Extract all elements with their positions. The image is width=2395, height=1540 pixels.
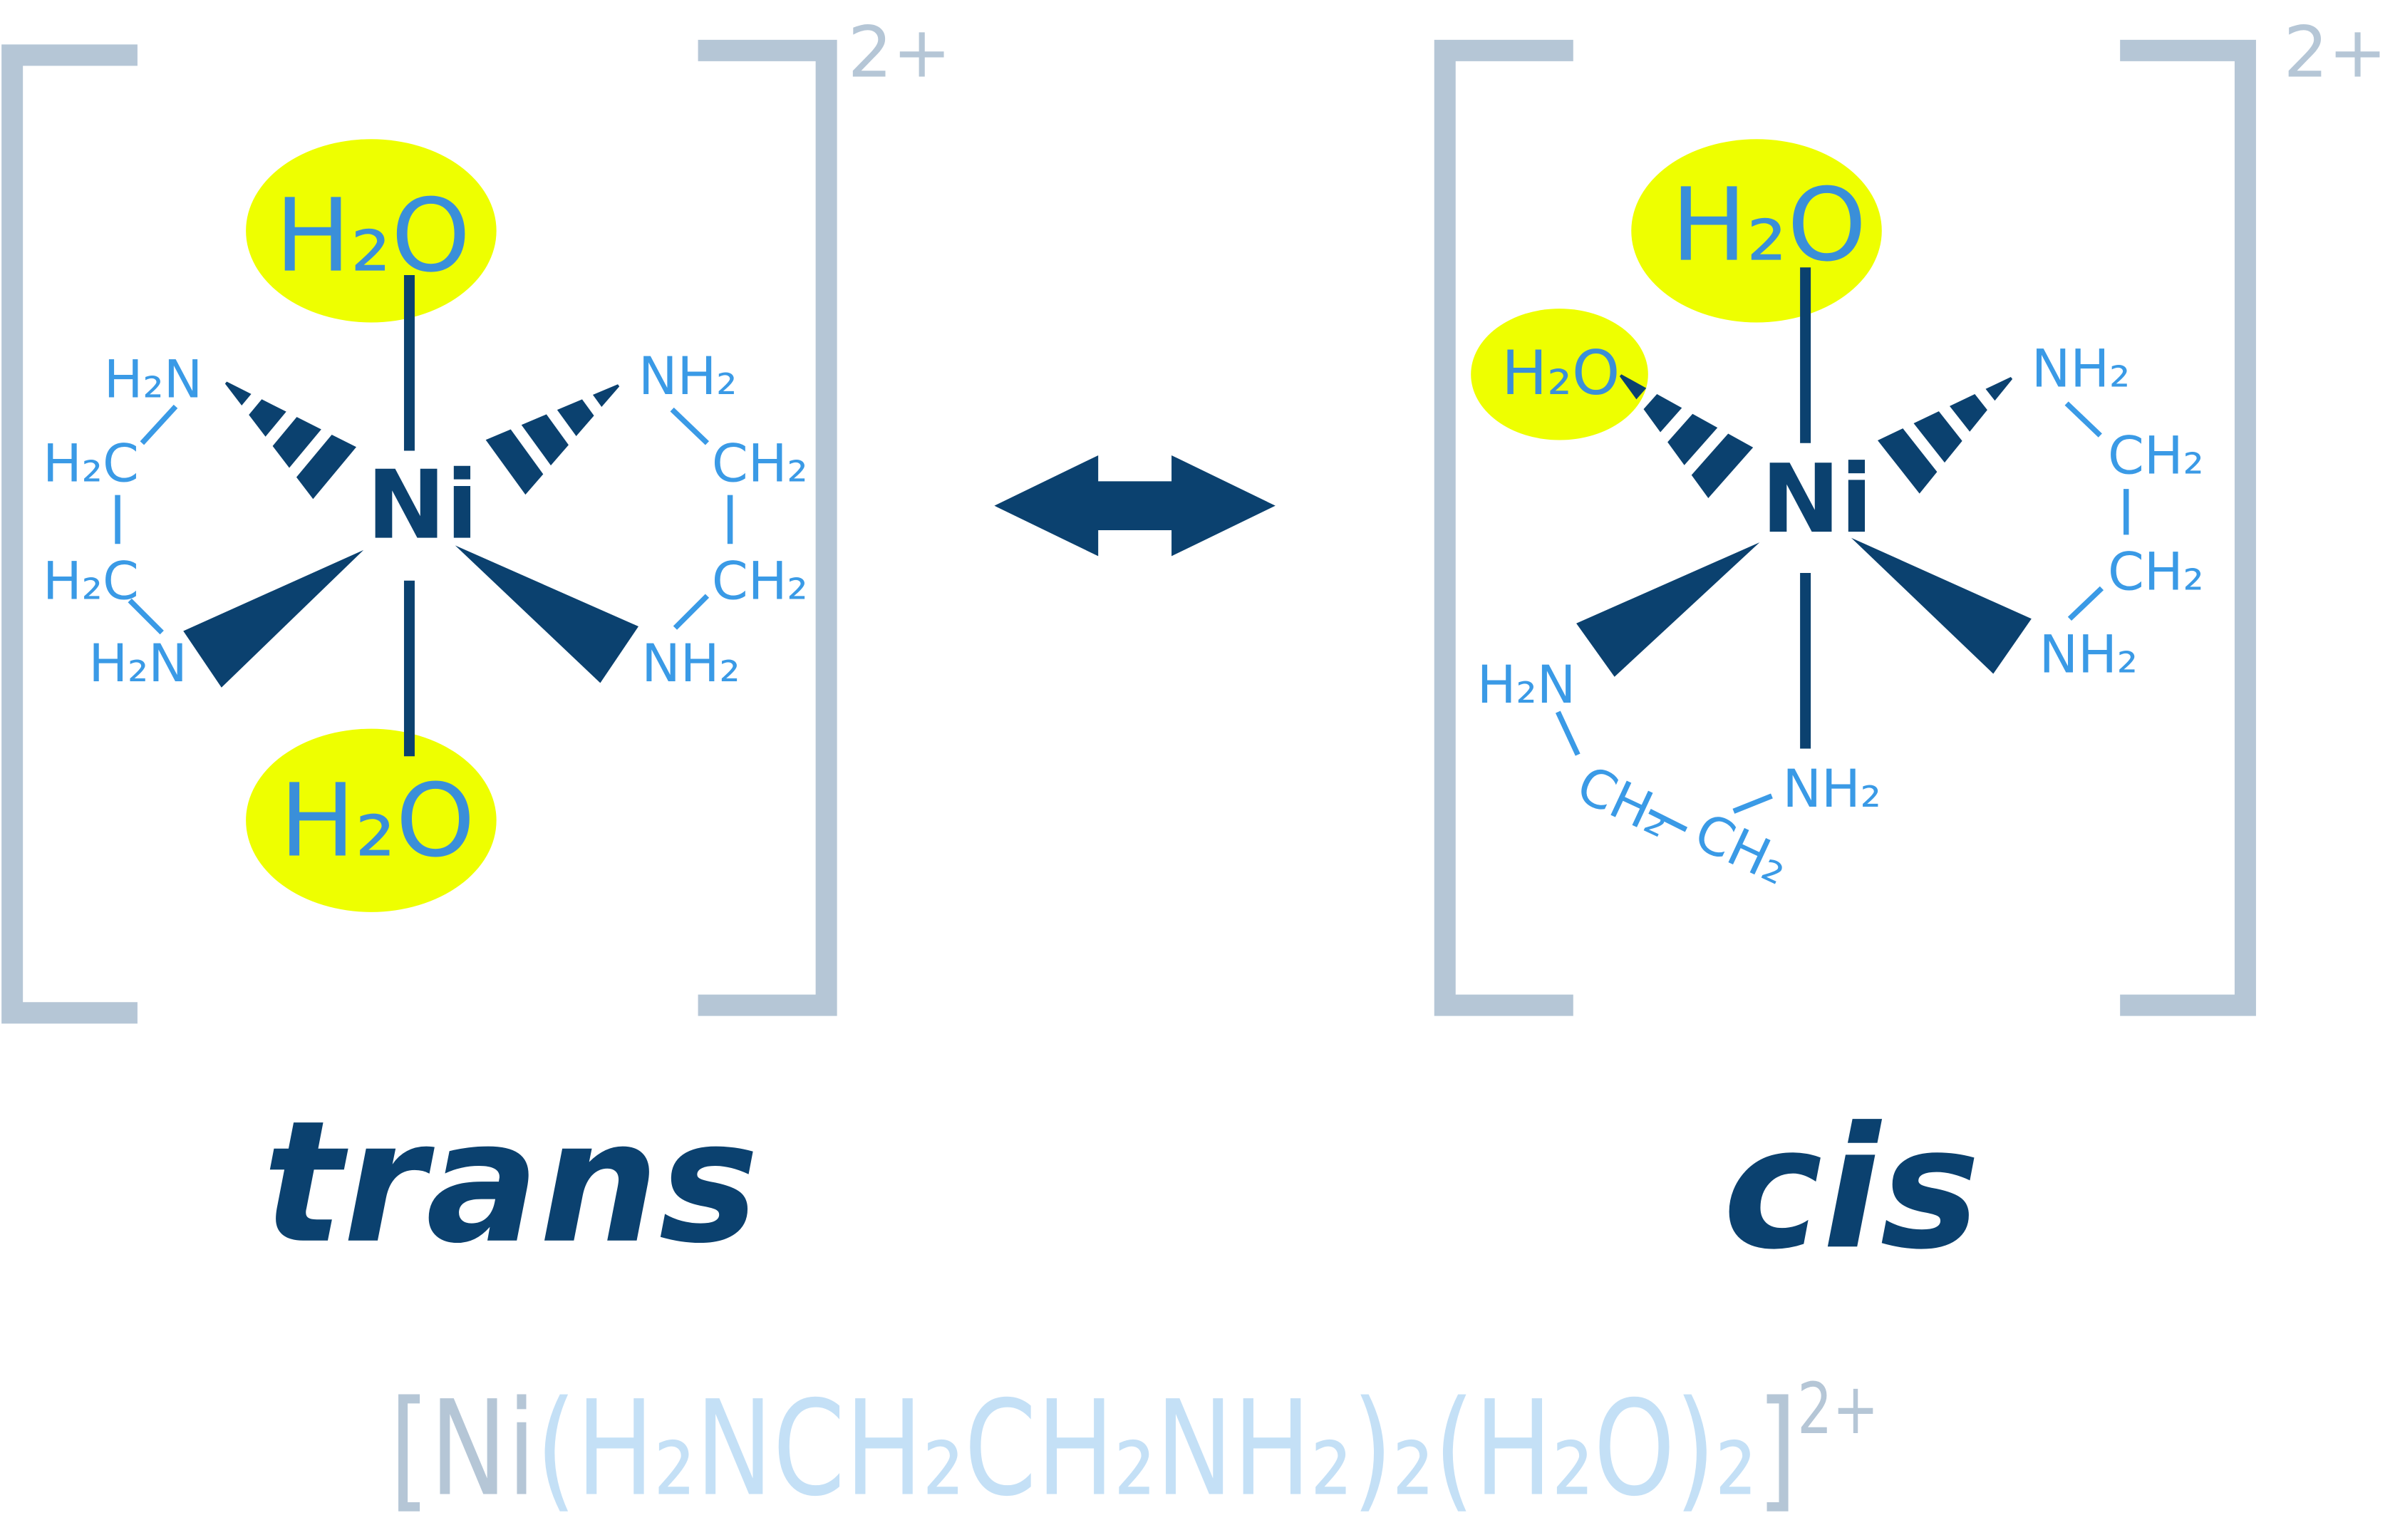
ligand-bond xyxy=(670,407,710,445)
right-bracket xyxy=(698,39,837,1016)
ligand-label: NH₂ xyxy=(638,346,737,407)
hash-segment xyxy=(1619,374,1647,400)
ligand-label: NH₂ xyxy=(1782,759,1881,820)
solid-wedge-bond xyxy=(1576,542,1760,677)
formula-ligands: (H₂NCH₂CH₂NH₂)₂(H₂O)₂ xyxy=(536,1373,1757,1526)
ligand-label: CH₂ xyxy=(1685,802,1798,897)
hash-segment xyxy=(249,399,286,437)
water-highlight xyxy=(246,139,497,323)
solid-wedge-bond xyxy=(455,545,638,683)
hash-segment xyxy=(521,414,569,466)
ligand-label: CH₂ xyxy=(712,551,808,611)
charge: 2+ xyxy=(848,11,951,93)
formula-charge: 2+ xyxy=(1797,1368,1878,1450)
hashed-wedge-bond xyxy=(1878,376,2013,494)
solid-wedge-bond xyxy=(1851,537,2032,674)
nickel-atom: Ni xyxy=(1761,445,1873,554)
hash-segment xyxy=(296,434,356,500)
hash-segment xyxy=(485,429,544,495)
ligand-label: CH₂ xyxy=(2108,542,2204,603)
ligand-label: NH₂ xyxy=(641,634,740,694)
water-left: H₂O xyxy=(1501,338,1620,409)
charge: 2+ xyxy=(2284,11,2387,93)
right-bracket xyxy=(2120,39,2256,1016)
water-bottom: H₂O xyxy=(279,763,475,880)
isomer-label: cis xyxy=(1723,1090,1980,1286)
ligand-label: H₂N xyxy=(104,349,203,410)
water-highlight xyxy=(246,728,497,912)
ligand-label: CH₂ xyxy=(1568,754,1680,849)
hash-segment xyxy=(272,417,321,468)
solid-wedge-bond xyxy=(183,549,364,688)
ligand-bond xyxy=(1732,793,1773,814)
ligand-bond xyxy=(1648,809,1688,832)
ligand-bond xyxy=(1555,710,1581,756)
nickel-atom: Ni xyxy=(366,451,478,561)
ligand-label: H₂C xyxy=(43,433,139,494)
hashed-wedge-bond xyxy=(224,381,356,500)
ligand-bond xyxy=(2064,401,2102,438)
hash-segment xyxy=(1878,428,1938,494)
hash-segment xyxy=(1643,393,1682,433)
water-top: H₂O xyxy=(275,178,470,295)
cis-complex: 2+ H₂O H₂O Ni NH₂ CH₂ CH₂ NH₂ H₂N NH₂ CH… xyxy=(1434,11,2387,1286)
hash-segment xyxy=(1667,413,1718,465)
chemical-formula: [Ni(H₂NCH₂CH₂NH₂)₂(H₂O)₂]2+ xyxy=(390,1368,1879,1526)
hash-segment xyxy=(1985,376,2013,401)
hash-segment xyxy=(224,381,252,405)
hashed-wedge-bond xyxy=(1619,374,1754,498)
water-highlight xyxy=(1631,139,1882,323)
water-highlight xyxy=(1471,309,1648,440)
ligand-label: H₂N xyxy=(88,634,187,694)
ligand-label: NH₂ xyxy=(2039,624,2138,685)
hash-segment xyxy=(1691,433,1754,498)
ligand-bond xyxy=(2067,586,2104,621)
double-headed-arrow-icon xyxy=(994,455,1276,557)
hash-segment xyxy=(592,384,620,407)
water-top: H₂O xyxy=(1671,167,1866,284)
formula-open: [Ni xyxy=(390,1373,536,1526)
ligand-label: CH₂ xyxy=(2108,426,2204,487)
ligand-bond xyxy=(140,404,178,445)
ligand-bond xyxy=(673,594,710,630)
left-bracket xyxy=(1434,39,1573,1016)
hash-segment xyxy=(1949,394,1987,432)
ligand-label: H₂N xyxy=(1477,655,1576,715)
isomer-label: trans xyxy=(263,1085,759,1281)
ligand-bond xyxy=(128,598,164,635)
ligand-label: H₂C xyxy=(43,551,139,611)
hashed-wedge-bond xyxy=(485,384,620,495)
formula-close: ] xyxy=(1757,1373,1797,1526)
trans-complex: 2+ H₂O H₂O Ni H₂N NH₂ H₂C CH₂ H₂C CH₂ H₂… xyxy=(1,11,951,1281)
hash-segment xyxy=(1913,411,1962,463)
left-bracket xyxy=(1,44,138,1024)
ligand-label: CH₂ xyxy=(712,433,808,494)
hash-segment xyxy=(557,399,594,437)
ligand-label: NH₂ xyxy=(2032,339,2131,399)
